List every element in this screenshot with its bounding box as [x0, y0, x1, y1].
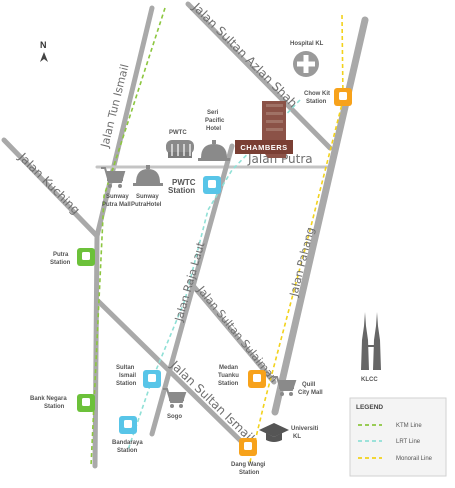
graduation-cap-icon: [259, 423, 289, 437]
legend: LEGEND KTM Line LRT Line Monorail Line: [349, 397, 447, 477]
label-sunway-hotel-2: PutraHotel: [131, 202, 162, 208]
hospital-kl: Hospital KL: [290, 41, 324, 77]
label-bank-negara-1: Bank Negara: [30, 396, 67, 402]
label-hospital: Hospital KL: [290, 41, 324, 47]
label-jalan-raja-laut: Jalan Raja Laut: [172, 240, 208, 324]
label-sunway-mall-1: Sunway: [106, 194, 129, 200]
chambers-building: CHAMBERS: [235, 101, 293, 158]
label-universiti-2: KL: [293, 434, 301, 440]
shopping-cart-icon-sogo: [163, 388, 187, 408]
label-bandaraya-1: Bandaraya: [112, 440, 143, 446]
label-medan-tuanku-2: Tuanku: [218, 373, 239, 379]
legend-box: [349, 397, 447, 477]
label-dang-wangi-1: Dang Wangi: [231, 462, 266, 468]
north-arrow: N: [40, 40, 48, 62]
klcc: KLCC: [361, 312, 381, 383]
legend-title: LEGEND: [356, 404, 383, 411]
road-jalan-sultan-ismail: [94, 297, 253, 453]
label-universiti-1: Universiti: [291, 426, 319, 432]
sunway-putra-hotel: Sunway PutraHotel: [131, 165, 163, 208]
station-chow-kit[interactable]: Chow Kit Station: [304, 88, 352, 106]
label-medan-tuanku-1: Medan: [219, 365, 238, 371]
label-chow-kit-2: Station: [306, 99, 327, 105]
legend-ktm-label: KTM Line: [396, 423, 422, 429]
station-sultan-ismail[interactable]: Sultan Ismail Station: [116, 365, 161, 388]
pwtc: PWTC: [166, 130, 194, 158]
road-jalan-pahang: [271, 16, 369, 416]
station-medan-tuanku[interactable]: Medan Tuanku Station: [218, 365, 266, 388]
label-putra-1: Putra: [53, 252, 69, 258]
label-quill-2: City Mall: [298, 390, 323, 396]
label-seri-pacific-1: Seri: [207, 110, 219, 116]
pwtc-building-icon: [166, 140, 194, 154]
road-jalan-sultan-sulaiman: [187, 279, 277, 385]
rail-lines: [90, 7, 344, 467]
north-letter: N: [40, 40, 47, 50]
station-bandaraya[interactable]: Bandaraya Station: [112, 416, 143, 454]
legend-monorail-label: Monorail Line: [396, 456, 433, 462]
legend-lrt-label: LRT Line: [396, 439, 421, 445]
sunway-putra-mall: Sunway Putra Mall: [101, 167, 131, 208]
label-dang-wangi-2: Station: [239, 470, 260, 476]
label-putra-2: Station: [50, 260, 71, 266]
label-sunway-hotel-1: Sunway: [136, 194, 159, 200]
station-dang-wangi[interactable]: Dang Wangi Station: [231, 438, 266, 476]
monorail-line: [249, 14, 344, 463]
label-bank-negara-2: Station: [44, 404, 65, 410]
station-pwtc[interactable]: PWTC Station: [168, 176, 221, 195]
label-jalan-kuching: Jalan Kuching: [15, 150, 83, 218]
ktm-line: [90, 7, 166, 467]
shopping-cart-icon: [101, 167, 126, 188]
label-bandaraya-2: Station: [117, 448, 138, 454]
label-chow-kit-1: Chow Kit: [304, 91, 330, 97]
lrt-line: [127, 99, 301, 451]
label-chambers: CHAMBERS: [240, 143, 287, 152]
label-jalan-putra: Jalan Putra: [247, 152, 313, 166]
north-arrow-icon: [40, 52, 48, 62]
label-jalan-sultan-azlan-shah: Jalan Sultan Azlan Shah: [189, 0, 300, 110]
road-jalan-raja-laut: [149, 143, 235, 437]
label-sultan-ismail-1: Sultan: [116, 365, 135, 371]
label-sogo: Sogo: [167, 414, 182, 420]
seri-pacific-hotel: Seri Pacific Hotel: [198, 110, 230, 161]
hotel-bell-icon-sunway: [136, 169, 160, 183]
roads: [1, 1, 369, 469]
chambers-logo-box: [235, 140, 293, 154]
label-seri-pacific-2: Pacific: [205, 118, 225, 124]
station-putra[interactable]: Putra Station: [50, 248, 95, 266]
label-klcc: KLCC: [361, 377, 378, 383]
road-jalan-kuching: [1, 137, 100, 239]
petronas-towers-icon: [361, 312, 381, 370]
shopping-cart-icon-quill: [273, 376, 297, 396]
sogo: Sogo: [163, 388, 187, 420]
label-seri-pacific-3: Hotel: [206, 126, 221, 132]
universiti-kl: Universiti KL: [259, 423, 319, 442]
road-jalan-tun-ismail: [94, 5, 155, 239]
label-pwtc: PWTC: [169, 130, 187, 136]
quill-city-mall: Quill City Mall: [273, 376, 323, 396]
label-pwtc-station-1: PWTC: [172, 178, 196, 187]
label-pwtc-station-2: Station: [168, 186, 195, 195]
label-sultan-ismail-2: Ismail: [119, 373, 136, 379]
road-jalan-sultan-azlan-shah: [185, 1, 333, 151]
hotel-bell-icon: [201, 144, 227, 158]
label-medan-tuanku-3: Station: [218, 381, 239, 387]
label-sultan-ismail-3: Station: [116, 381, 137, 387]
label-quill-1: Quill: [302, 382, 316, 388]
station-bank-negara[interactable]: Bank Negara Station: [30, 394, 95, 412]
label-sunway-mall-2: Putra Mall: [102, 202, 131, 208]
